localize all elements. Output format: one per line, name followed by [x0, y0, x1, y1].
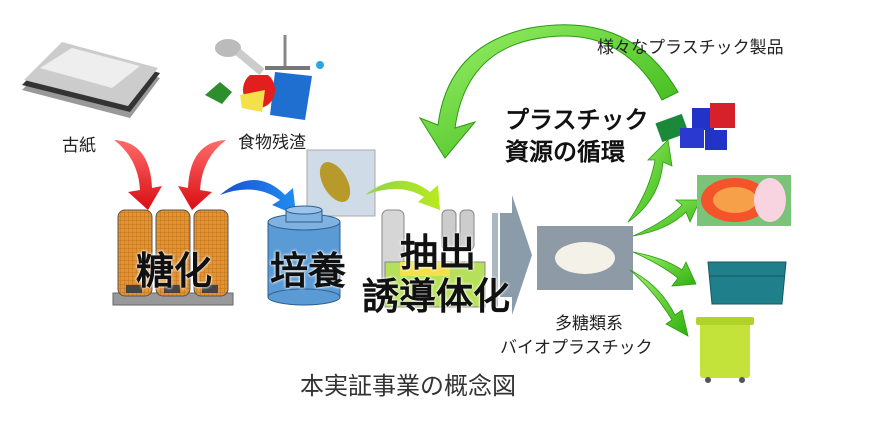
- trash-bin-image: [696, 317, 754, 383]
- culture-tank-icon: [267, 205, 341, 306]
- extraction-equipment-icon: [381, 209, 486, 308]
- arrow-to-basket: [632, 251, 697, 287]
- cycle-label-line2: 資源の循環: [505, 138, 625, 166]
- red-arrow-right: [178, 140, 226, 210]
- step-derivatization: 誘導体化: [362, 275, 510, 318]
- bioplastic-label-line1: 多糖類系: [555, 314, 623, 334]
- red-arrow-left: [114, 140, 162, 210]
- figure-caption: 本実証事業の概念図: [300, 372, 516, 400]
- arrow-to-bin: [629, 269, 689, 337]
- product-arrows: [627, 139, 701, 337]
- step-culture: 培養: [270, 249, 347, 293]
- tableware-image: [697, 175, 791, 226]
- input-label-paper: 古紙: [62, 136, 96, 156]
- step-extraction: 抽出: [400, 231, 477, 275]
- arrow-to-blocks: [627, 139, 673, 223]
- food-waste-icon: [205, 35, 324, 120]
- bioplastic-label-line2: バイオプラスチック: [500, 338, 653, 358]
- microorganism-image: [306, 149, 376, 217]
- saccharification-tanks-icon: [112, 209, 234, 306]
- basket-image: [707, 261, 787, 305]
- process-chevron: [492, 195, 532, 315]
- step-saccharification: 糖化: [136, 249, 213, 293]
- toy-blocks-image: [655, 103, 735, 150]
- blue-arrow: [220, 180, 296, 215]
- green-arrow-to-extraction: [365, 180, 440, 210]
- cycle-arrow: [418, 24, 679, 159]
- input-label-food-waste: 食物残渣: [238, 133, 306, 153]
- products-label: 様々なプラスチック製品: [597, 38, 784, 58]
- bioplastic-powder-image: [537, 226, 633, 290]
- cycle-label-line1: プラスチック: [505, 106, 649, 134]
- newspaper-icon: [22, 42, 160, 118]
